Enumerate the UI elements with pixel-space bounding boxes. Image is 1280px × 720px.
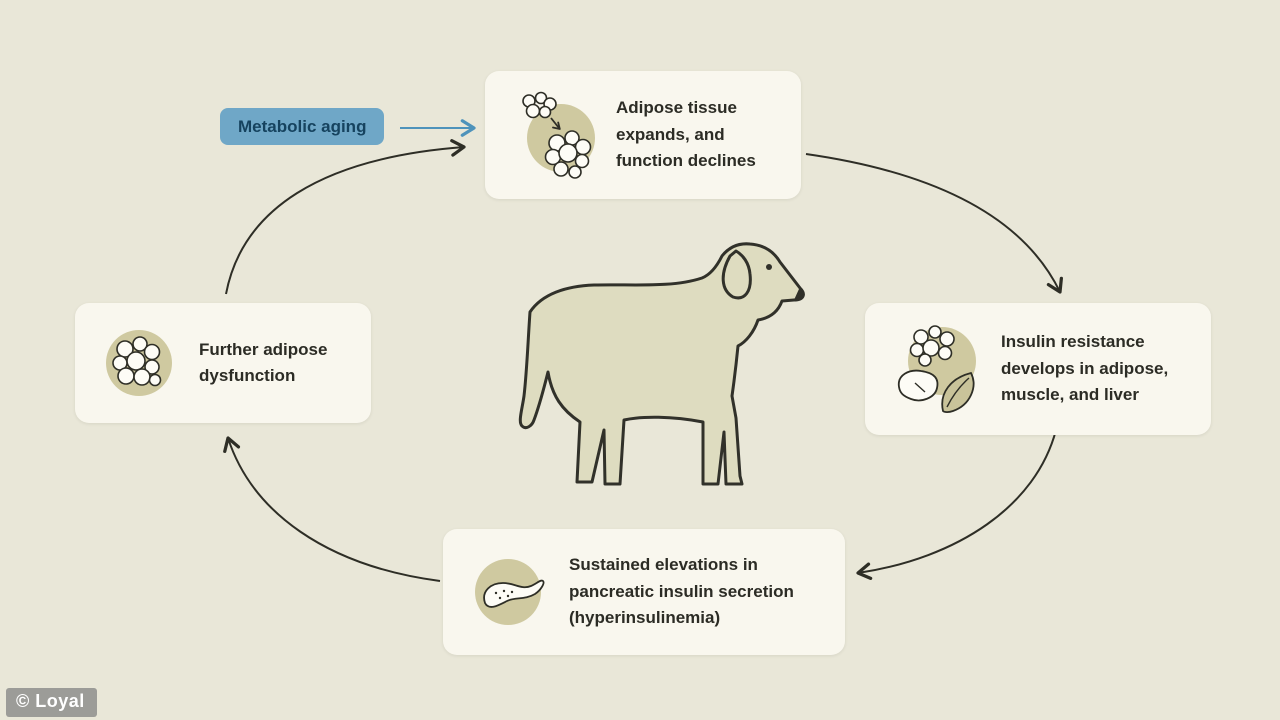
card-hyperinsulinemia: Sustained elevations in pancreatic insul… [443, 529, 845, 655]
card-adipose-expansion: Adipose tissue expands, and function dec… [485, 71, 801, 199]
adipose-cells-icon [95, 319, 183, 407]
right-to-bottom-arrow [856, 429, 1057, 580]
card-further-adipose-dysfunction-text: Further adipose dysfunction [199, 339, 328, 385]
adipose-muscle-liver-icon [885, 317, 985, 421]
top-to-right-arrow [805, 153, 1063, 294]
left-to-top-arrow [225, 139, 466, 295]
adipose-expansion-icon [505, 88, 600, 183]
card-adipose-expansion-text: Adipose tissue expands, and function dec… [616, 98, 756, 171]
card-further-adipose-dysfunction: Further adipose dysfunction [75, 303, 371, 423]
metabolic-aging-label: Metabolic aging [220, 108, 385, 145]
card-insulin-resistance: Insulin resistance develops in adipose, … [865, 303, 1211, 435]
dog-ear [721, 249, 752, 300]
bottom-to-left-arrow [223, 436, 441, 582]
dog-body [518, 242, 805, 486]
dog-eye [766, 264, 772, 270]
loyal-watermark: © Loyal [6, 688, 97, 717]
card-hyperinsulinemia-text: Sustained elevations in pancreatic insul… [569, 555, 794, 628]
dog-illustration [482, 232, 812, 488]
dog-nose [794, 287, 804, 300]
pancreas-icon [463, 547, 553, 637]
card-insulin-resistance-text: Insulin resistance develops in adipose, … [1001, 332, 1169, 405]
